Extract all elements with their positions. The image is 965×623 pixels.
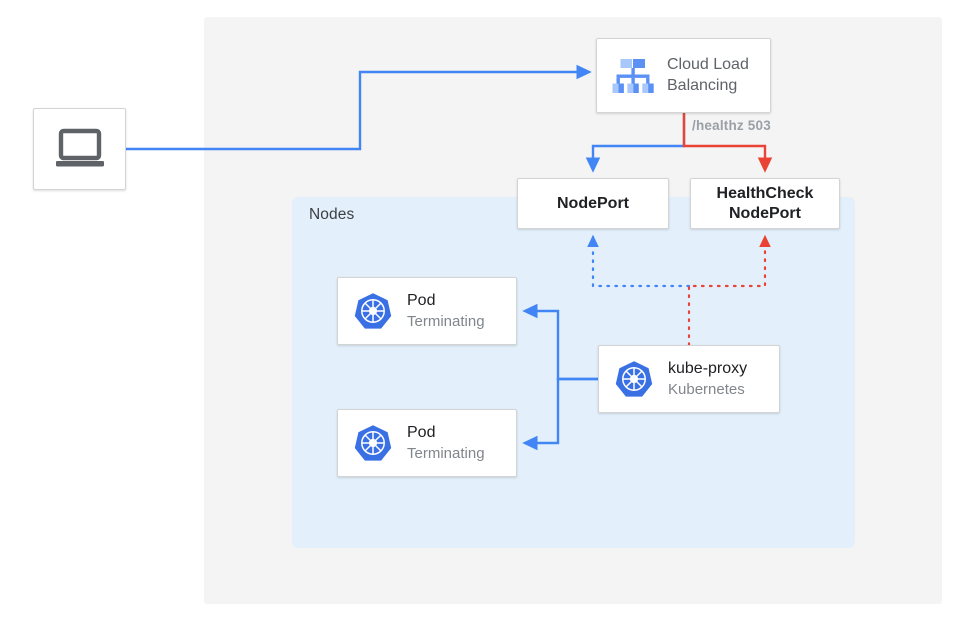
- pod-terminating-b-text: Pod Terminating: [407, 423, 485, 463]
- kubernetes-icon: [353, 291, 393, 331]
- healthcheck-nodeport-card: HealthCheck NodePort: [690, 178, 840, 229]
- healthz-edge-label: /healthz 503: [692, 118, 771, 133]
- cloud-load-balancing-card: Cloud Load Balancing: [596, 38, 771, 113]
- kube-proxy-title: kube-proxy: [668, 360, 748, 378]
- kube-proxy-card: kube-proxy Kubernetes: [598, 345, 780, 413]
- healthcheck-nodeport-label-line1: HealthCheck: [716, 184, 814, 202]
- healthcheck-nodeport-label: HealthCheck NodePort: [717, 184, 814, 224]
- nodeport-label: NodePort: [557, 194, 629, 212]
- kube-proxy-subtitle: Kubernetes: [668, 380, 745, 398]
- nodeport-card: NodePort: [517, 178, 669, 229]
- cloud-load-balancing-title-line1: Cloud Load: [667, 55, 749, 73]
- pod-terminating-a-subtitle: Terminating: [407, 312, 485, 330]
- kubernetes-icon: [353, 423, 393, 463]
- cloud-load-balancing-icon: [610, 55, 656, 97]
- kubernetes-icon: [614, 359, 654, 399]
- cloud-load-balancing-title-line2: Balancing: [667, 76, 738, 94]
- pod-terminating-b-title: Pod: [407, 424, 436, 442]
- cloud-load-balancing-text: Cloud Load Balancing: [667, 55, 749, 97]
- kube-proxy-text: kube-proxy Kubernetes: [668, 359, 747, 399]
- healthcheck-nodeport-label-line2: NodePort: [728, 204, 801, 222]
- pod-terminating-b-subtitle: Terminating: [407, 444, 485, 462]
- pod-terminating-b-card: Pod Terminating: [337, 409, 517, 477]
- pod-terminating-a-text: Pod Terminating: [407, 291, 485, 331]
- nodes-panel-label: Nodes: [309, 206, 355, 223]
- pod-terminating-a-card: Pod Terminating: [337, 277, 517, 345]
- pod-terminating-a-title: Pod: [407, 292, 436, 310]
- client-device-card: [33, 108, 126, 190]
- laptop-icon: [54, 128, 106, 170]
